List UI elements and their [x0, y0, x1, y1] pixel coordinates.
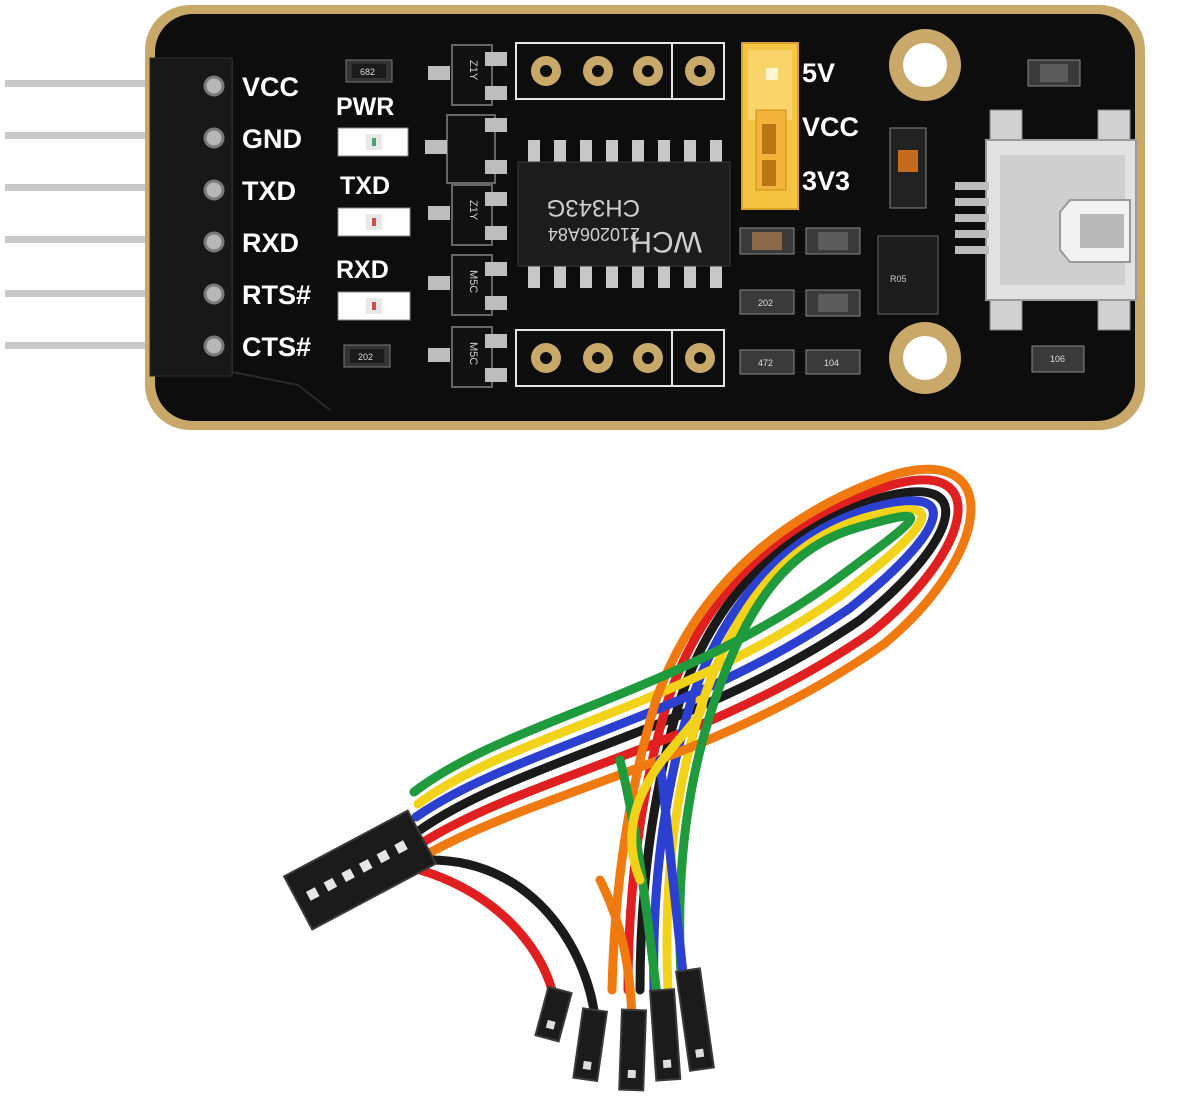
- chip-code: 210206A84: [548, 224, 640, 244]
- transistor-2: Z1Y: [428, 184, 507, 246]
- chip-logo: WCH: [630, 225, 702, 258]
- svg-text:Z1Y: Z1Y: [467, 60, 479, 81]
- voltage-jumper: [741, 42, 799, 210]
- pin-label-rts: RTS#: [242, 280, 311, 310]
- cable-dupont-ends: [534, 967, 715, 1092]
- cable-connector-housing: [282, 809, 438, 931]
- transistor-1: Z1Y: [428, 44, 507, 106]
- svg-text:M5C: M5C: [467, 270, 479, 293]
- pin-label-rxd: RXD: [242, 228, 299, 258]
- resistor-682: 682: [345, 59, 393, 83]
- led-label-rxd: RXD: [336, 256, 389, 284]
- svg-text:202: 202: [358, 352, 373, 362]
- leds: [337, 127, 411, 321]
- svg-text:472: 472: [758, 358, 773, 368]
- jumper-label-5v: 5V: [802, 58, 835, 88]
- svg-text:682: 682: [360, 67, 375, 77]
- jumper-label-3v3: 3V3: [802, 166, 850, 196]
- usb-uart-board: VCC GND TXD RXD RTS# CTS# PWR TXD RXD 68…: [5, 5, 1145, 430]
- svg-text:R05: R05: [890, 274, 907, 284]
- mini-usb-connector: [955, 109, 1137, 331]
- ch343g-chip: CH343G 210206A84 WCH: [517, 140, 731, 288]
- pin-label-vcc: VCC: [242, 72, 299, 102]
- jumper-cable: [409, 464, 976, 1025]
- header-pads: [203, 75, 225, 357]
- transistor-4: M5C: [428, 326, 507, 388]
- svg-text:106: 106: [1050, 354, 1065, 364]
- mounting-hole-bottom: [889, 322, 961, 394]
- mounting-hole-top: [889, 29, 961, 101]
- pin-label-cts: CTS#: [242, 332, 311, 362]
- led-label-pwr: PWR: [336, 93, 394, 121]
- top-pad-row: [515, 42, 725, 100]
- svg-text:M5C: M5C: [467, 342, 479, 365]
- passive-components: 202 472 104 106 R05: [739, 59, 1085, 375]
- resistor-202-left: 202: [343, 344, 391, 368]
- pin-label-txd: TXD: [242, 176, 296, 206]
- header-housing: [149, 57, 233, 377]
- bottom-pad-row: [515, 329, 725, 387]
- jumper-label-vcc: VCC: [802, 112, 859, 142]
- led-label-txd: TXD: [340, 172, 390, 200]
- chip-marking: CH343G: [547, 194, 640, 221]
- svg-text:Z1Y: Z1Y: [467, 200, 479, 221]
- transistor-3: M5C: [428, 254, 507, 316]
- header-pins: [5, 80, 155, 349]
- svg-text:202: 202: [758, 298, 773, 308]
- svg-text:104: 104: [824, 358, 839, 368]
- pin-label-gnd: GND: [242, 124, 302, 154]
